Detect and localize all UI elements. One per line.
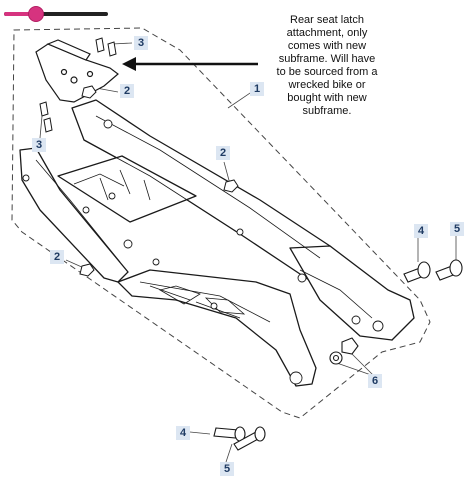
callout-4-right: 4 xyxy=(414,224,428,238)
callout-6: 6 xyxy=(368,374,382,388)
note-line: wrecked bike or xyxy=(288,79,366,91)
note-line: to be sourced from a xyxy=(276,66,378,78)
assembly-outline xyxy=(11,27,431,419)
note-line: comes with new xyxy=(287,40,367,52)
note-line: subframe. Will have xyxy=(278,53,376,65)
note-line: subframe. xyxy=(302,105,352,117)
slider-track[interactable] xyxy=(4,12,108,16)
slider-fill xyxy=(4,12,36,16)
washers-nuts xyxy=(329,337,359,365)
note-arrow xyxy=(122,57,258,71)
note-line: Rear seat latch xyxy=(290,14,364,26)
note-line: attachment, only xyxy=(286,27,368,39)
frame-details xyxy=(35,115,373,323)
callout-2-lower: 2 xyxy=(50,250,64,264)
lower-bolts xyxy=(213,426,266,451)
callout-5-bottom: 5 xyxy=(220,462,234,476)
callout-3-top: 3 xyxy=(134,36,148,50)
callout-1: 1 xyxy=(250,82,264,96)
latch-note: Rear seat latch attachment, only comes w… xyxy=(262,14,392,118)
rear-bolts xyxy=(403,259,463,283)
note-line: bought with new xyxy=(287,92,367,104)
callout-3-left: 3 xyxy=(32,138,46,152)
nuts xyxy=(79,85,239,277)
zoom-slider[interactable] xyxy=(0,0,120,28)
slider-thumb[interactable] xyxy=(28,6,45,22)
seat-latch-bracket xyxy=(35,39,119,103)
small-bolts xyxy=(39,37,117,133)
frame-holes xyxy=(22,119,384,385)
callout-2-latch: 2 xyxy=(120,84,134,98)
callout-2-frame: 2 xyxy=(216,146,230,160)
callout-5-right: 5 xyxy=(450,222,464,236)
callout-4-bottom: 4 xyxy=(176,426,190,440)
